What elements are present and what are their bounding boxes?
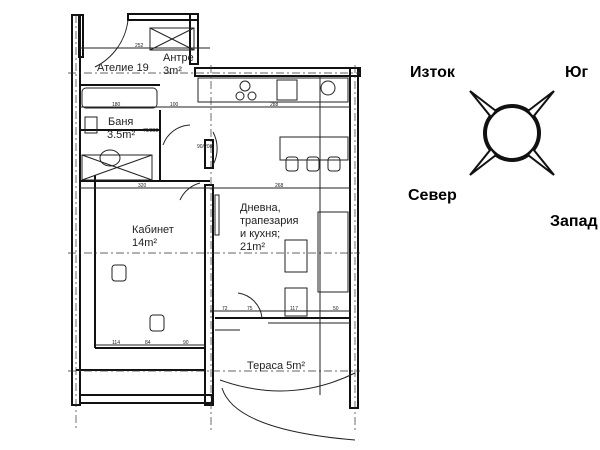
- axis-lines: [68, 15, 360, 430]
- dimension: 70/208: [143, 128, 159, 134]
- sink: [84, 116, 98, 134]
- dimension: 114: [112, 340, 120, 346]
- room-label-living-1: Дневна,: [240, 202, 281, 214]
- tv: [214, 194, 220, 236]
- dimension: 75: [247, 306, 253, 312]
- compass-arrow-se: [526, 147, 555, 176]
- room-label-bath: Баня: [108, 116, 133, 128]
- dimension: 180: [112, 102, 121, 108]
- kitchen-counter: [197, 77, 349, 103]
- compass-north-label: Север: [408, 187, 457, 204]
- bathtub: [81, 87, 158, 109]
- room-label-terrace: Тераса 5m²: [247, 360, 305, 372]
- room-area-entry: 3m²: [163, 65, 182, 77]
- dimension: 117: [290, 306, 298, 312]
- room-label-living-2: трапезария: [240, 215, 299, 227]
- dimension: 90/208: [197, 144, 213, 150]
- room-label-office: Кабинет: [132, 224, 174, 236]
- room-label-entry: Антре: [163, 52, 194, 64]
- room-area-living: 21m²: [240, 241, 265, 253]
- compass-east-label: Изток: [410, 64, 456, 81]
- bar-counter: [279, 136, 349, 161]
- dimension-labels: 252 180 100 288 70/208 90/208 320 268 11…: [112, 43, 339, 346]
- compass-arrow-ne: [526, 90, 555, 119]
- room-area-bath: 3.5m²: [107, 129, 135, 141]
- table: [284, 239, 308, 273]
- dimension: 72: [222, 306, 228, 312]
- fixtures: [81, 27, 349, 332]
- bath-cabinet: [81, 154, 153, 181]
- room-area-office: 14m²: [132, 237, 157, 249]
- dimension: 320: [138, 183, 147, 189]
- doors: [94, 19, 356, 441]
- dimension: 50: [333, 306, 339, 312]
- dimension: 252: [135, 43, 144, 49]
- dimension: 100: [170, 102, 179, 108]
- dimension: 288: [270, 102, 279, 108]
- dimension: 268: [275, 183, 284, 189]
- compass-arrow-sw: [469, 147, 498, 176]
- office-chair: [111, 264, 127, 282]
- compass-west-label: Запад: [550, 213, 598, 230]
- toilet: [99, 149, 121, 167]
- room-label-studio: Ателие 19: [97, 62, 149, 74]
- walls: [71, 13, 361, 409]
- compass-circle: [483, 104, 541, 162]
- compass-south-label: Юг: [565, 64, 589, 81]
- armchair: [284, 287, 308, 317]
- sofa: [317, 211, 349, 293]
- dimension: 84: [145, 340, 151, 346]
- dimension: 90: [183, 340, 189, 346]
- compass: Изток Юг Север Запад: [408, 64, 598, 230]
- compass-arrow-nw: [469, 90, 498, 119]
- room-label-living-3: и кухня;: [240, 228, 280, 240]
